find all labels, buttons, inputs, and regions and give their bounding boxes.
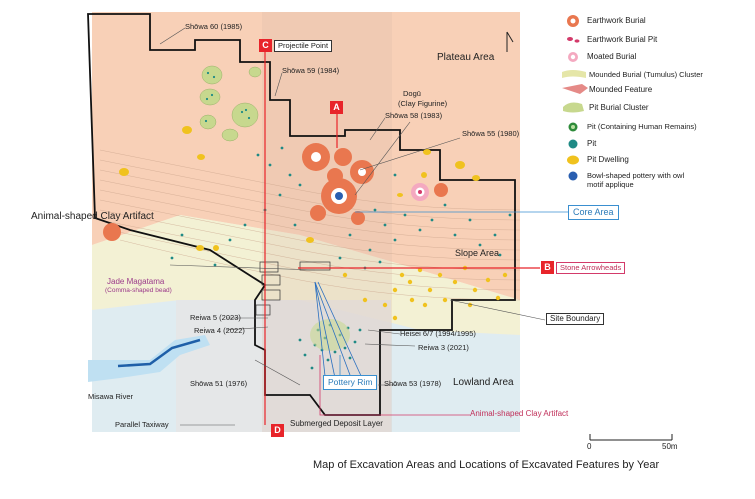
tumulus-clusters [199,65,262,142]
marker-c: C [259,39,272,52]
pit-dwellings-slope [342,265,508,321]
legend-pit-dwelling: Pit Dwelling [587,155,629,164]
label-dogu: Dogū [403,89,421,98]
label-parallel-taxiway: Parallel Taxiway [115,420,169,429]
label-reiwa4: Reiwa 4 (2022) [194,326,245,335]
pit-dwellings [119,126,480,251]
label-animal-artifact-left: Animal-shaped Clay Artifact [31,211,154,222]
scale-max-label: 50m [662,442,678,451]
grey-survey-block [176,300,391,432]
label-pottery-rim: Pottery Rim [323,375,378,390]
lowland-area-label: Lowland Area [453,377,514,388]
label-misawa-river: Misawa River [88,392,134,401]
label-submerged-deposit: Submerged Deposit Layer [290,419,383,428]
moated-burial-center [418,190,422,194]
core-area-label: Core Area [568,205,619,220]
pottery-rim-lines [314,281,363,379]
map-title: Map of Excavation Areas and Locations of… [313,459,660,471]
legend-pit-human-remains: Pit (Containing Human Remains) [587,122,697,131]
label-showa58: Shōwa 58 (1983) [385,111,443,120]
marker-d: D [271,424,284,437]
label-dogu-sub: (Clay Figurine) [398,99,448,108]
legend-earthwork-burial-pit: Earthwork Burial Pit [587,35,658,44]
marker-lines [264,52,540,425]
slope-zone [92,215,520,335]
label-reiwa3: Reiwa 3 (2021) [418,343,469,352]
label-jade-magatama: Jade Magatama [107,277,165,286]
label-heisei: Heisei 6/7 (1994/1995) [400,329,476,338]
label-jade-sub: (Comma-shaped bead) [105,287,172,294]
river-channel [117,338,201,368]
callout-lines [159,27,546,426]
pits [170,146,512,270]
label-stone-arrowheads: Stone Arrowheads [556,262,626,274]
legend-moated-burial: Moated Burial [587,52,637,61]
label-animal-artifact-bottom: Animal-shaped Clay Artifact [470,409,569,418]
north-arrow-icon [506,31,514,52]
legend-mounded-burial-cluster: Mounded Burial (Tumulus) Cluster [589,70,703,79]
label-showa59: Shōwa 59 (1984) [282,66,340,75]
label-showa60: Shōwa 60 (1985) [185,22,243,31]
earthwork-burial-east [434,183,448,197]
pink-callout-lines [319,355,470,416]
label-showa51: Shōwa 51 (1976) [190,379,248,388]
pit-burial-cluster-lower [310,319,350,351]
slope-area-label: Slope Area [455,248,500,258]
legend-pit-burial-cluster: Pit Burial Cluster [589,103,649,112]
tumulus-dots [204,71,251,123]
scale-bar [589,434,673,441]
center-strip [262,12,392,432]
plateau-area-label: Plateau Area [437,52,495,63]
marker-a: A [330,101,343,114]
scale-zero-label: 0 [587,442,592,451]
legend-bowl-pottery: Bowl-shaped pottery with owl motif appli… [587,171,685,189]
label-projectile-point: Projectile Point [274,40,333,52]
legend-mounded-feature: Mounded Feature [589,85,653,94]
label-site-boundary: Site Boundary [546,313,605,325]
label-showa53: Shōwa 53 (1978) [384,379,442,388]
legend-symbols [562,15,588,181]
legend-pit: Pit [587,139,597,148]
bowl-pottery-core [335,192,343,200]
marker-b: B [541,261,554,274]
label-showa55: Shōwa 55 (1980) [462,129,520,138]
legend-earthwork-burial: Earthwork Burial [587,16,646,25]
label-reiwa5: Reiwa 5 (2023) [190,313,241,322]
